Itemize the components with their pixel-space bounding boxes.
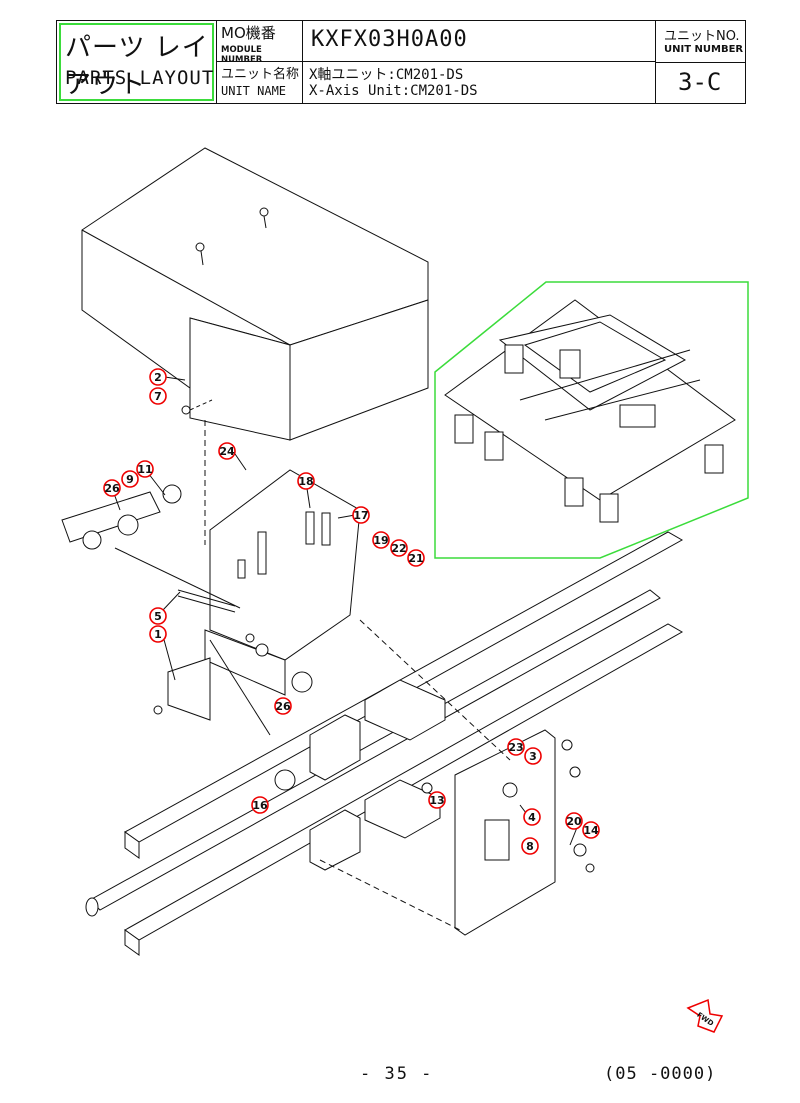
svg-text:22: 22 <box>391 542 406 555</box>
title-highlight <box>59 23 214 101</box>
callout-26a: 26 <box>103 479 121 497</box>
unit-name-label-en: UNIT NAME <box>221 84 287 98</box>
header-table: パーツ レイアウト PARTS LAYOUT MO機番 MODULE NUMBE… <box>56 20 746 104</box>
svg-text:23: 23 <box>508 741 523 754</box>
title-box: パーツ レイアウト PARTS LAYOUT <box>57 21 217 103</box>
module-label-cell: MO機番 MODULE NUMBER <box>217 21 303 65</box>
svg-text:7: 7 <box>154 390 162 403</box>
svg-text:2: 2 <box>154 371 162 384</box>
unit-name-label-cell: ユニット名称 UNIT NAME <box>217 62 303 103</box>
main-bracket <box>153 469 361 736</box>
callout-11: 11 <box>136 460 154 478</box>
unit-number-label-jp: ユニットNO. <box>664 29 740 44</box>
unit-number-box: ユニットNO. UNIT NUMBER 3-C <box>655 21 746 103</box>
callout-16: 16 <box>251 796 269 814</box>
unit-number-cell: 3-C <box>656 62 746 103</box>
module-label-jp: MO機番 <box>221 24 276 42</box>
svg-text:17: 17 <box>353 509 368 522</box>
callout-8: 8 <box>521 837 539 855</box>
svg-text:13: 13 <box>429 794 444 807</box>
unit-number: 3-C <box>678 68 722 96</box>
callout-21: 21 <box>407 549 425 567</box>
callout-20: 20 <box>565 812 583 830</box>
unit-number-label-en: UNIT NUMBER <box>664 44 744 55</box>
callout-9: 9 <box>121 470 139 488</box>
document-code: (05 -0000) <box>604 1064 717 1084</box>
module-label-en: MODULE NUMBER <box>221 45 263 65</box>
inset-assembly-view <box>434 281 749 559</box>
svg-text:8: 8 <box>526 840 534 853</box>
page-number: - 35 - <box>360 1064 434 1084</box>
callout-18: 18 <box>297 472 315 490</box>
callout-2: 2 <box>149 368 167 386</box>
callout-17: 17 <box>352 506 370 524</box>
svg-text:19: 19 <box>373 534 388 547</box>
callout-13: 13 <box>428 791 446 809</box>
callout-4: 4 <box>523 808 541 826</box>
module-number: KXFX03H0A00 <box>311 27 468 52</box>
title-en: PARTS LAYOUT <box>65 67 215 89</box>
callout-14: 14 <box>582 821 600 839</box>
svg-text:9: 9 <box>126 473 134 486</box>
svg-text:5: 5 <box>154 610 162 623</box>
callout-23: 23 <box>507 738 525 756</box>
svg-text:18: 18 <box>298 475 313 488</box>
module-number-cell: KXFX03H0A00 <box>303 21 655 62</box>
callout-1: 1 <box>149 625 167 643</box>
carriage-blocks <box>274 679 446 871</box>
unit-name-cell: X軸ユニット:CM201-DS X-Axis Unit:CM201-DS <box>303 62 655 103</box>
cover-box <box>81 147 429 441</box>
callout-19: 19 <box>372 531 390 549</box>
callout-26b: 26 <box>274 697 292 715</box>
title-jp: パーツ レイアウト <box>65 33 209 100</box>
svg-text:11: 11 <box>137 463 152 476</box>
svg-text:26: 26 <box>275 700 291 713</box>
svg-text:26: 26 <box>104 482 120 495</box>
projection-lines <box>204 420 511 931</box>
svg-text:4: 4 <box>528 811 536 824</box>
unit-name-label-jp: ユニット名称 <box>221 67 300 82</box>
svg-text:24: 24 <box>219 445 235 458</box>
callout-5: 5 <box>149 607 167 625</box>
svg-text:20: 20 <box>566 815 582 828</box>
svg-text:16: 16 <box>252 799 268 812</box>
svg-text:21: 21 <box>408 552 423 565</box>
unit-name-en: X-Axis Unit:CM201-DS <box>309 83 478 99</box>
svg-text:1: 1 <box>154 628 162 641</box>
unit-name-jp: X軸ユニット:CM201-DS <box>309 67 464 83</box>
svg-text:3: 3 <box>529 750 537 763</box>
fitting-assembly <box>61 484 241 609</box>
callout-22: 22 <box>390 539 408 557</box>
svg-text:14: 14 <box>583 824 599 837</box>
unit-number-label-cell: ユニットNO. UNIT NUMBER <box>656 21 746 63</box>
callout-24: 24 <box>218 442 236 460</box>
callout-3: 3 <box>524 747 542 765</box>
callout-7: 7 <box>149 387 167 405</box>
fwd-arrow-icon: FWD <box>686 998 724 1033</box>
